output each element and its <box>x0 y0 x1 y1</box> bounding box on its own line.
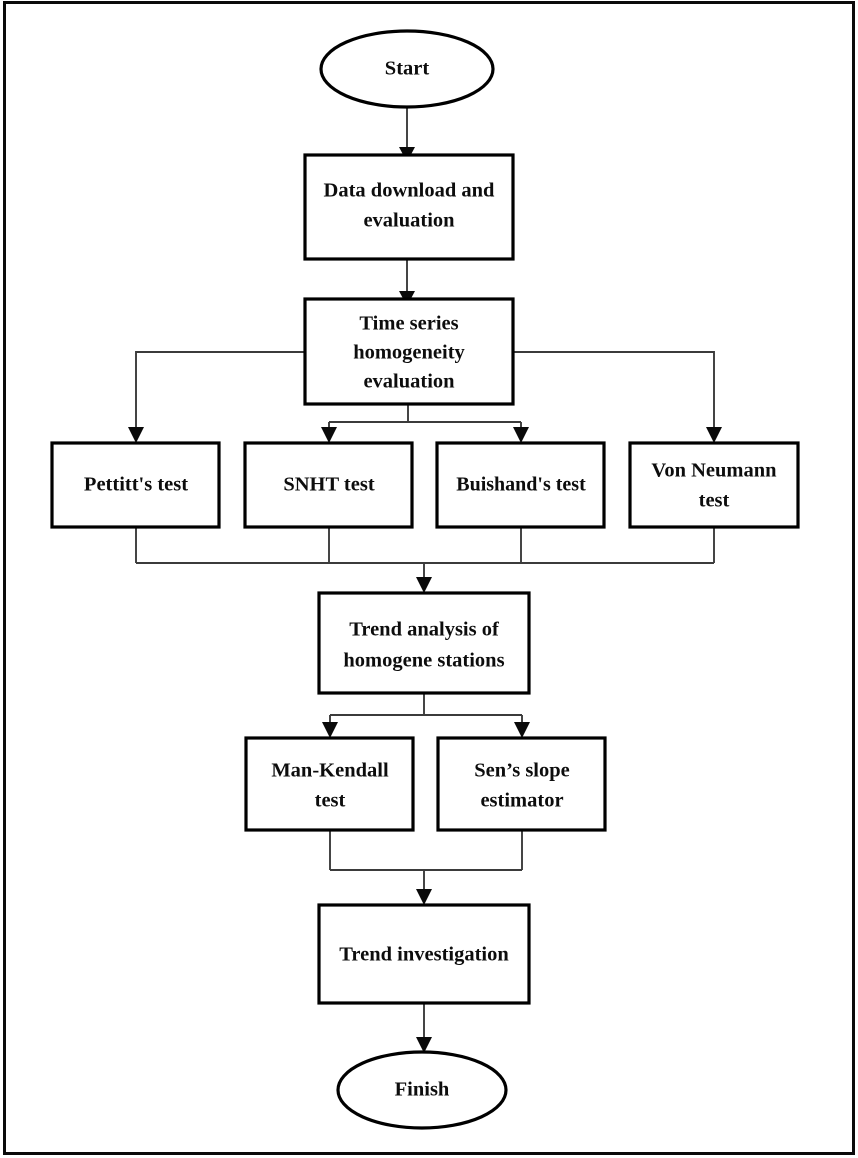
von-neumann-test-label-line2: test <box>699 490 730 512</box>
data-download-box <box>303 153 515 261</box>
man-kendall-test-label-line2: test <box>315 790 346 812</box>
node-time-series[interactable]: Time series homogeneity evaluation <box>303 297 515 406</box>
snht-test-box <box>243 441 414 529</box>
node-pettitts-test[interactable]: Pettitt's test <box>50 441 221 529</box>
edge-time-series-to-von-neumann <box>512 351 715 428</box>
arrow-head-icon <box>416 889 432 905</box>
finish-ellipse <box>336 1050 508 1130</box>
node-von-neumann-test[interactable]: Von Neumann test <box>628 441 800 529</box>
trend-investigation-box <box>317 903 531 1005</box>
trend-investigation-label: Trend investigation <box>339 944 509 966</box>
edge-time-series-to-pettitts <box>135 351 305 428</box>
pettitts-test-box <box>50 441 221 529</box>
data-download-label-line1: Data download and <box>324 180 495 202</box>
node-trend-investigation[interactable]: Trend investigation <box>317 903 531 1005</box>
diagram-frame <box>3 1 855 1155</box>
node-data-download[interactable]: Data download and evaluation <box>303 153 515 261</box>
node-finish[interactable]: Finish <box>336 1050 508 1130</box>
time-series-box <box>303 297 515 406</box>
time-series-label-line1: Time series <box>359 313 458 335</box>
sens-slope-label-line2: estimator <box>480 790 563 812</box>
start-label: Start <box>385 58 430 80</box>
data-download-label-line2: evaluation <box>363 210 455 232</box>
arrow-head-icon <box>322 722 338 738</box>
connector-layer <box>128 107 722 1053</box>
node-sens-slope[interactable]: Sen’s slope estimator <box>436 736 607 832</box>
node-trend-analysis[interactable]: Trend analysis of homogene stations <box>317 591 531 695</box>
pettitts-test-label: Pettitt's test <box>84 474 188 496</box>
arrow-head-icon <box>514 722 530 738</box>
trend-analysis-label-line1: Trend analysis of <box>349 619 500 641</box>
sens-slope-box <box>436 736 607 832</box>
man-kendall-test-box <box>244 736 415 832</box>
arrow-head-icon <box>706 427 722 443</box>
arrow-head-icon <box>128 427 144 443</box>
snht-test-label: SNHT test <box>283 474 374 496</box>
start-ellipse <box>319 29 495 109</box>
buishands-test-label: Buishand's test <box>456 474 586 496</box>
trend-analysis-box <box>317 591 531 695</box>
time-series-label-line3: evaluation <box>363 371 455 393</box>
arrow-head-icon <box>513 427 529 443</box>
node-man-kendall-test[interactable]: Man-Kendall test <box>244 736 415 832</box>
arrow-head-icon <box>416 1037 432 1053</box>
von-neumann-test-box <box>628 441 800 529</box>
man-kendall-test-label-line1: Man-Kendall <box>271 760 389 782</box>
arrow-head-icon <box>321 427 337 443</box>
buishands-test-box <box>435 441 606 529</box>
node-buishands-test[interactable]: Buishand's test <box>435 441 606 529</box>
trend-analysis-label-line2: homogene stations <box>343 650 504 672</box>
node-start[interactable]: Start <box>319 29 495 109</box>
arrow-head-icon <box>416 577 432 593</box>
time-series-label-line2: homogeneity <box>353 342 465 364</box>
finish-label: Finish <box>395 1079 450 1101</box>
von-neumann-test-label-line1: Von Neumann <box>651 460 777 482</box>
sens-slope-label-line1: Sen’s slope <box>474 760 570 782</box>
node-snht-test[interactable]: SNHT test <box>243 441 414 529</box>
